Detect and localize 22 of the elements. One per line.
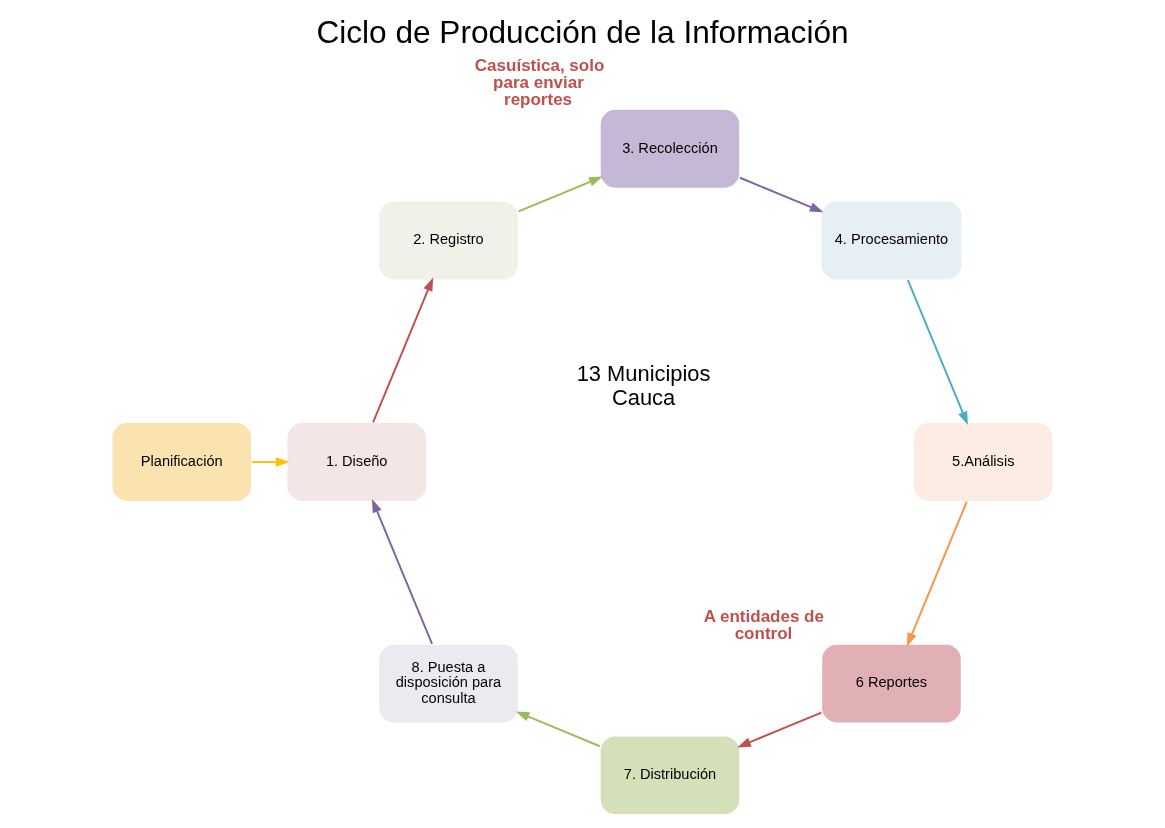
arrow bbox=[250, 457, 290, 467]
node-box: 2. Registro bbox=[377, 200, 519, 281]
arrow bbox=[739, 176, 824, 213]
node-box: 1. Diseño bbox=[286, 421, 428, 503]
node-label: Casuística, solo para enviar reportes bbox=[474, 55, 605, 109]
diagram-title: Ciclo de Producción de la Información bbox=[316, 14, 849, 51]
node-box: 3. Recolección bbox=[599, 108, 741, 189]
node-box: 7. Distribución bbox=[599, 735, 741, 816]
node-box: 4. Procesamiento bbox=[820, 200, 963, 281]
arrow bbox=[906, 279, 968, 426]
arrow bbox=[515, 711, 601, 748]
arrow bbox=[737, 711, 823, 748]
arrow bbox=[517, 176, 603, 213]
node-box: 6 Reportes bbox=[820, 643, 962, 724]
node-box: 5.Análisis bbox=[912, 421, 1054, 503]
node-box: 8. Puesta a disposición para consulta bbox=[377, 643, 519, 724]
node-box: Planificación bbox=[111, 421, 253, 503]
arrow bbox=[372, 277, 434, 424]
node-label: A entidades de control bbox=[703, 607, 824, 644]
arrow bbox=[371, 498, 434, 645]
label: 13 Municipios Cauca bbox=[576, 361, 711, 411]
arrow bbox=[906, 500, 968, 647]
